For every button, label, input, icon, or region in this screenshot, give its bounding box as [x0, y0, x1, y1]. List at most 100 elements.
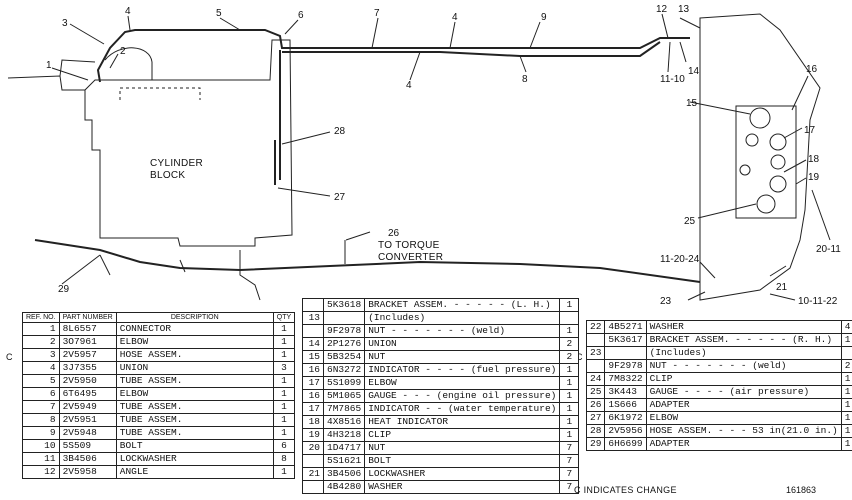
qty-cell: 2 [559, 337, 580, 351]
part-number-cell: 4B4280 [322, 480, 366, 494]
qty-cell: 1 [272, 465, 296, 479]
description-cell: HEAT INDICATOR [364, 415, 561, 429]
qty-cell: 1 [840, 333, 852, 347]
description-cell: BRACKET ASSEM. - - - - - (L. H.) [364, 298, 561, 312]
part-number-cell: 5S1099 [322, 376, 366, 390]
part-number-cell: 2V5948 [58, 426, 117, 440]
ref-cell: 4 [22, 361, 60, 375]
callout-2: 2 [120, 46, 126, 57]
part-number-cell: 9F2978 [604, 359, 647, 373]
part-number-cell: 4X8516 [322, 415, 366, 429]
part-number-cell: 5B3254 [322, 350, 366, 364]
ref-cell [585, 359, 606, 373]
part-number-cell: 6K1972 [604, 411, 647, 425]
part-number-cell [322, 311, 366, 325]
description-cell: BOLT [115, 439, 274, 453]
callout-12: 12 [656, 4, 668, 15]
ref-cell [302, 480, 324, 494]
ref-cell: 14 [302, 337, 324, 351]
qty-cell: 1 [272, 400, 296, 414]
ref-cell: 6 [22, 387, 60, 401]
ref-cell: 11 [22, 452, 60, 466]
table-row: 13(Includes) [302, 311, 580, 325]
part-number-cell: 2V5957 [58, 348, 117, 362]
callout-11-10: 11-10 [660, 74, 685, 85]
qty-cell: 1 [840, 437, 852, 451]
qty-cell: 1 [272, 348, 296, 362]
part-number-cell: 5K3617 [604, 333, 647, 347]
callout-9: 9 [541, 12, 547, 23]
ref-cell [302, 454, 324, 468]
callout-4-lower: 4 [406, 80, 412, 91]
description-cell: CLIP [645, 372, 842, 386]
qty-cell: 1 [559, 428, 580, 442]
ref-cell: 26 [585, 398, 606, 412]
qty-cell: 4 [840, 320, 852, 334]
part-number-cell: 3K443 [604, 385, 647, 399]
part-number-cell: 5S1621 [322, 454, 366, 468]
ref-cell: 13 [302, 311, 324, 325]
description-cell: NUT - - - - - - - (weld) [364, 324, 561, 338]
qty-cell: 1 [840, 385, 852, 399]
description-cell: LOCKWASHER [115, 452, 274, 466]
table-header-row: REF. NO. PART NUMBER DESCRIPTION QTY [22, 312, 296, 323]
part-number-cell: 2V5950 [58, 374, 117, 388]
description-cell: WASHER [364, 480, 561, 494]
qty-cell [559, 311, 580, 325]
description-cell: INDICATOR - - (water temperature) [364, 402, 561, 416]
qty-cell: 2 [559, 350, 580, 364]
description-cell: HOSE ASSEM. - - - 53 in(21.0 in.) [645, 424, 842, 438]
callout-14: 14 [688, 66, 700, 77]
upper-gauge-line [96, 29, 690, 83]
part-number-cell: 2V5956 [604, 424, 647, 438]
qty-header: QTY [272, 312, 296, 323]
ref-cell: 20 [302, 441, 324, 455]
qty-cell: 1 [559, 415, 580, 429]
qty-cell: 7 [559, 467, 580, 481]
qty-cell: 7 [559, 480, 580, 494]
description-cell: TUBE ASSEM. [115, 400, 274, 414]
description-cell: BOLT [364, 454, 561, 468]
qty-cell: 2 [840, 359, 852, 373]
callout-4-mid: 4 [452, 12, 458, 23]
description-cell: ADAPTER [645, 398, 842, 412]
part-number-cell: 8L6557 [58, 322, 117, 336]
ref-header: REF. NO. [22, 312, 60, 323]
description-cell: TUBE ASSEM. [115, 413, 274, 427]
qty-cell: 1 [840, 411, 852, 425]
ref-cell: 29 [585, 437, 606, 451]
ref-cell: 25 [585, 385, 606, 399]
part-number-cell: 3J7355 [58, 361, 117, 375]
callout-8: 8 [522, 74, 528, 85]
callout-15: 15 [686, 98, 698, 109]
ref-cell: 17 [302, 402, 324, 416]
qty-cell: 7 [559, 441, 580, 455]
ref-cell: 5 [22, 374, 60, 388]
callout-26: 26 [388, 228, 400, 239]
gauge-panel-outline [699, 13, 821, 301]
qty-cell: 1 [272, 322, 296, 336]
ref-cell [302, 324, 324, 338]
description-cell: HOSE ASSEM. [115, 348, 274, 362]
qty-cell: 1 [559, 324, 580, 338]
callout-1: 1 [46, 60, 52, 71]
part-number-cell: 2V5958 [58, 465, 117, 479]
ref-cell: 12 [22, 465, 60, 479]
